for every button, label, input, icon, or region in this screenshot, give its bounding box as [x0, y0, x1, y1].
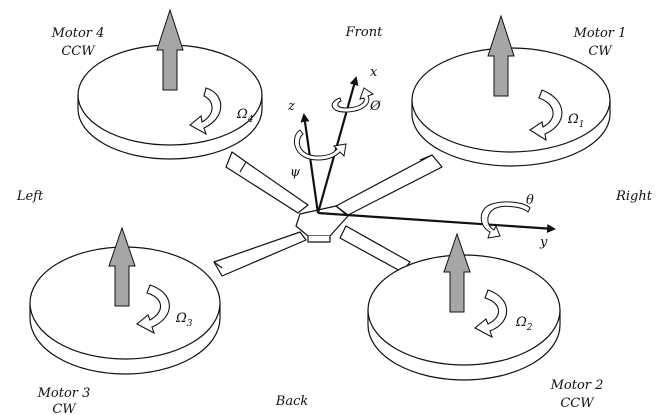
y-axis-label: y	[539, 235, 548, 250]
front-label: Front	[345, 25, 383, 40]
arm-motor-2	[339, 225, 411, 273]
arm-motor-4	[225, 151, 309, 214]
rotation-arrow-motor-2	[474, 289, 508, 339]
arm-motor-1	[335, 154, 443, 216]
thrust-arrows	[108, 8, 515, 313]
disk-motor-4	[77, 44, 263, 160]
roll-arrow	[331, 87, 375, 113]
motor-4-name: Motor 4	[51, 26, 105, 41]
yaw-angle-label: ψ	[290, 165, 301, 180]
x-axis-label: x	[370, 65, 378, 80]
thrust-arrow-motor-4	[156, 8, 184, 91]
z-axis-label: z	[287, 99, 295, 114]
motor-labels: Motor 4 CCW Motor 1 CW Motor 3 CW Motor …	[37, 26, 627, 415]
motor-1-name: Motor 1	[573, 26, 627, 41]
back-label: Back	[275, 394, 309, 409]
omega-labels: Ω4 Ω1 Ω3 Ω2	[175, 107, 585, 333]
arm-motor-3	[213, 231, 307, 277]
pitch-arrow	[480, 201, 531, 239]
rotation-arrows	[136, 87, 563, 339]
side-labels: Front Back Left Right	[16, 25, 653, 409]
rotation-arrow-motor-1	[528, 89, 563, 142]
rotation-arrow-motor-4	[189, 87, 222, 136]
axis-labels: x z y Ø ψ θ	[287, 65, 548, 250]
disk-motor-1	[411, 47, 611, 167]
frame-arms	[213, 151, 443, 277]
motor-2-name: Motor 2	[550, 378, 604, 393]
motor-4-direction: CCW	[61, 44, 96, 59]
motor-3-name: Motor 3	[37, 386, 91, 401]
omega-1-label: Ω1	[567, 112, 585, 130]
thrust-arrow-motor-1	[487, 14, 515, 97]
omega-4-label: Ω4	[236, 107, 254, 125]
motor-3-direction: CW	[52, 402, 77, 415]
center-hub	[295, 205, 349, 237]
z-axis	[300, 113, 320, 214]
y-axis	[317, 211, 556, 234]
omega-2-label: Ω2	[515, 315, 533, 333]
pitch-angle-label: θ	[526, 193, 534, 208]
rotation-arrow-motor-3	[136, 284, 170, 335]
left-label: Left	[16, 189, 44, 204]
thrust-arrow-motor-2	[443, 232, 471, 313]
right-label: Right	[615, 189, 653, 204]
roll-angle-label: Ø	[369, 99, 381, 114]
omega-3-label: Ω3	[175, 311, 193, 329]
motor-2-direction: CCW	[560, 396, 595, 411]
yaw-arrow	[293, 129, 347, 161]
angle-arrows	[293, 87, 531, 239]
thrust-arrow-motor-3	[108, 226, 136, 307]
motor-1-direction: CW	[588, 44, 613, 59]
